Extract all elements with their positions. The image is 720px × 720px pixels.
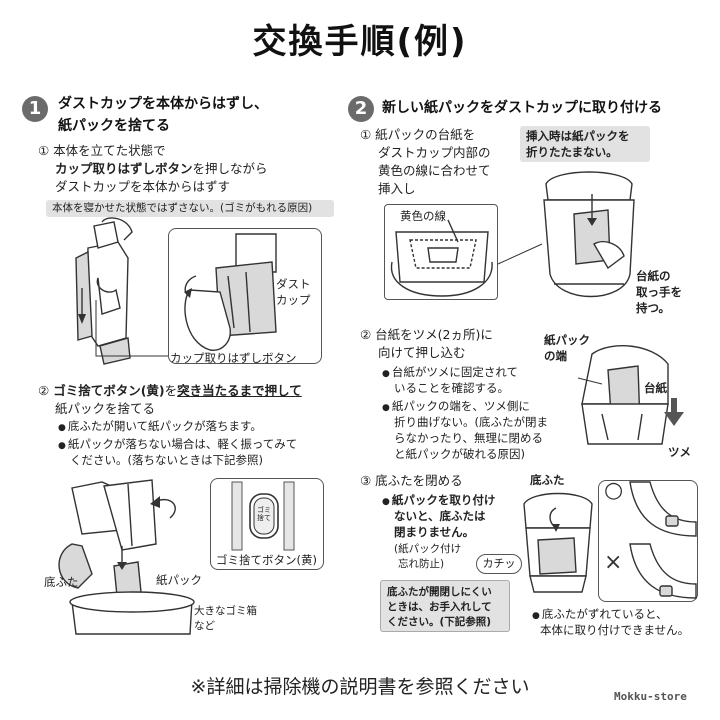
dust-cup-release-hand-illustration — [184, 233, 277, 351]
step2-sub3-bullet1-line2: ないと、底ふたは — [394, 509, 486, 523]
trash-can-callout: 大きなゴミ箱 など — [194, 605, 257, 632]
ok-lid-aligned-illustration — [629, 481, 697, 537]
yellow-line-to-cup-connector — [497, 243, 543, 265]
step2-sub2-bullet2-line2: 折り曲げない。(底ふたが閉ま — [394, 415, 548, 429]
bottom-lid-care-warning: 底ふたが開閉しにくい ときは、お手入れして ください。(下記参照) — [380, 580, 510, 632]
step2-sub2-line1: ② 台紙をツメ(2ヵ所)に — [360, 327, 493, 342]
step1-sub2-bullet2-line1: 紙パックが落ちない場合は、軽く振ってみて — [58, 436, 297, 454]
step2-sub3-bullet1-line4: (紙パック付け — [394, 543, 462, 555]
step2-insert-warning: 挿入時は紙パックを 折りたたまない。 — [520, 126, 650, 162]
cup-release-button-leader — [95, 300, 168, 357]
step1-title-line2: 紙パックを捨てる — [58, 118, 170, 134]
board-callout: 台紙 — [644, 381, 667, 395]
ng-note-line2: 本体に取り付けできません。 — [540, 623, 690, 637]
step1-sub2-bullet1: 底ふたが開いて紙パックが落ちます。 — [58, 418, 262, 436]
step2-sub1-line3: 黄色の線に合わせて — [378, 163, 491, 178]
cup-release-button-label: カップ取りはずしボタン — [55, 161, 193, 176]
claw-callout: ツメ — [668, 445, 691, 459]
ok-mark: ○ — [604, 478, 624, 503]
step2-sub1-line1: ① 紙パックの台紙を — [360, 127, 476, 142]
bottom-lid-close-callout: 底ふた — [530, 473, 565, 487]
dump-paper-pack-illustration — [58, 479, 195, 635]
step2-sub3-bullet1-line3: 閉まりません。 — [394, 525, 475, 539]
step2-sub3-bullet1-line5: 忘れ防止) — [398, 558, 445, 570]
step2-sub2-bullet1-line2: いることを確認する。 — [394, 381, 509, 395]
ng-mark: × — [604, 550, 623, 575]
step1-sub1-line2: カップ取りはずしボタンを押しながら — [55, 161, 268, 176]
close-bottom-lid-illustration — [523, 492, 593, 593]
step1-title-line1: ダストカップを本体からはずし、 — [58, 96, 268, 112]
step1-sub2-bullet2-line2: ください。(落ちないときは下記参照) — [70, 453, 263, 467]
ng-note-line1: 底ふたがずれていると、 — [532, 606, 668, 624]
step2-sub3-line1: ③ 底ふたを閉める — [360, 473, 463, 488]
step2-sub2-bullet2-line1: 紙パックの端を、ツメ側に — [382, 398, 530, 416]
click-sound-bubble: カチッ — [476, 554, 522, 574]
trash-button-caption: ゴミ捨てボタン(黄) — [216, 553, 317, 567]
step2-sub1-line4: 挿入し — [378, 181, 416, 196]
trash-button-face-label: ゴミ捨て — [257, 506, 271, 522]
step1-warning-note: 本体を寝かせた状態ではずさない。(ゴミがもれる原因) — [46, 200, 334, 217]
step2-sub2-bullet2-line4: と紙パックが破れる原因) — [394, 447, 525, 461]
step1-number-badge: 1 — [22, 96, 48, 122]
trash-button-inset-graphic — [231, 481, 295, 551]
step1-sub2-label: ② ゴミ捨てボタン(黄)を突き当たるまで押して — [38, 383, 302, 398]
step2-sub2-bullet2-line3: らなかったり、無理に閉める — [394, 431, 544, 445]
page-title: 交換手順(例) — [252, 22, 468, 62]
step2-sub1-line2: ダストカップ内部の — [378, 145, 491, 160]
board-push-illustration — [577, 345, 669, 445]
step2-sub2-line2: 向けて押し込む — [378, 345, 466, 360]
yellow-line-callout: 黄色の線 — [400, 209, 446, 223]
hold-board-handle-callout: 台紙の 取っ手を 持つ。 — [636, 269, 682, 315]
step2-sub2-bullet1-line1: 台紙がツメに固定されて — [382, 364, 518, 382]
step1-sub1-label: ① 本体を立てた状態で — [38, 143, 166, 158]
step2-title: 新しい紙パックをダストカップに取り付ける — [382, 100, 662, 116]
dust-cup-callout: ダスト カップ — [276, 277, 311, 307]
step2-sub3-bullet1-line1: 紙パックを取り付け — [382, 492, 496, 510]
board-push-down-arrow — [664, 398, 684, 426]
dust-cup-insert-illustration — [543, 171, 635, 298]
yellow-line-inset-graphic — [390, 219, 493, 297]
step2-number-badge: 2 — [348, 96, 374, 122]
paper-pack-callout: 紙パック — [156, 573, 202, 587]
bottom-lid-callout: 底ふた — [44, 575, 79, 589]
step1-sub1-line3: ダストカップを本体からはずす — [55, 179, 231, 194]
paper-pack-edge-callout: 紙パック の端 — [544, 333, 590, 363]
brand-mark: Mokku-store — [614, 690, 687, 703]
ng-lid-misaligned-illustration — [629, 543, 697, 599]
cup-release-button-callout: カップ取りはずしボタン — [170, 351, 297, 365]
step1-sub2-line2: 紙パックを捨てる — [55, 401, 156, 416]
footer-note: ※詳細は掃除機の説明書を参照ください — [190, 676, 530, 698]
